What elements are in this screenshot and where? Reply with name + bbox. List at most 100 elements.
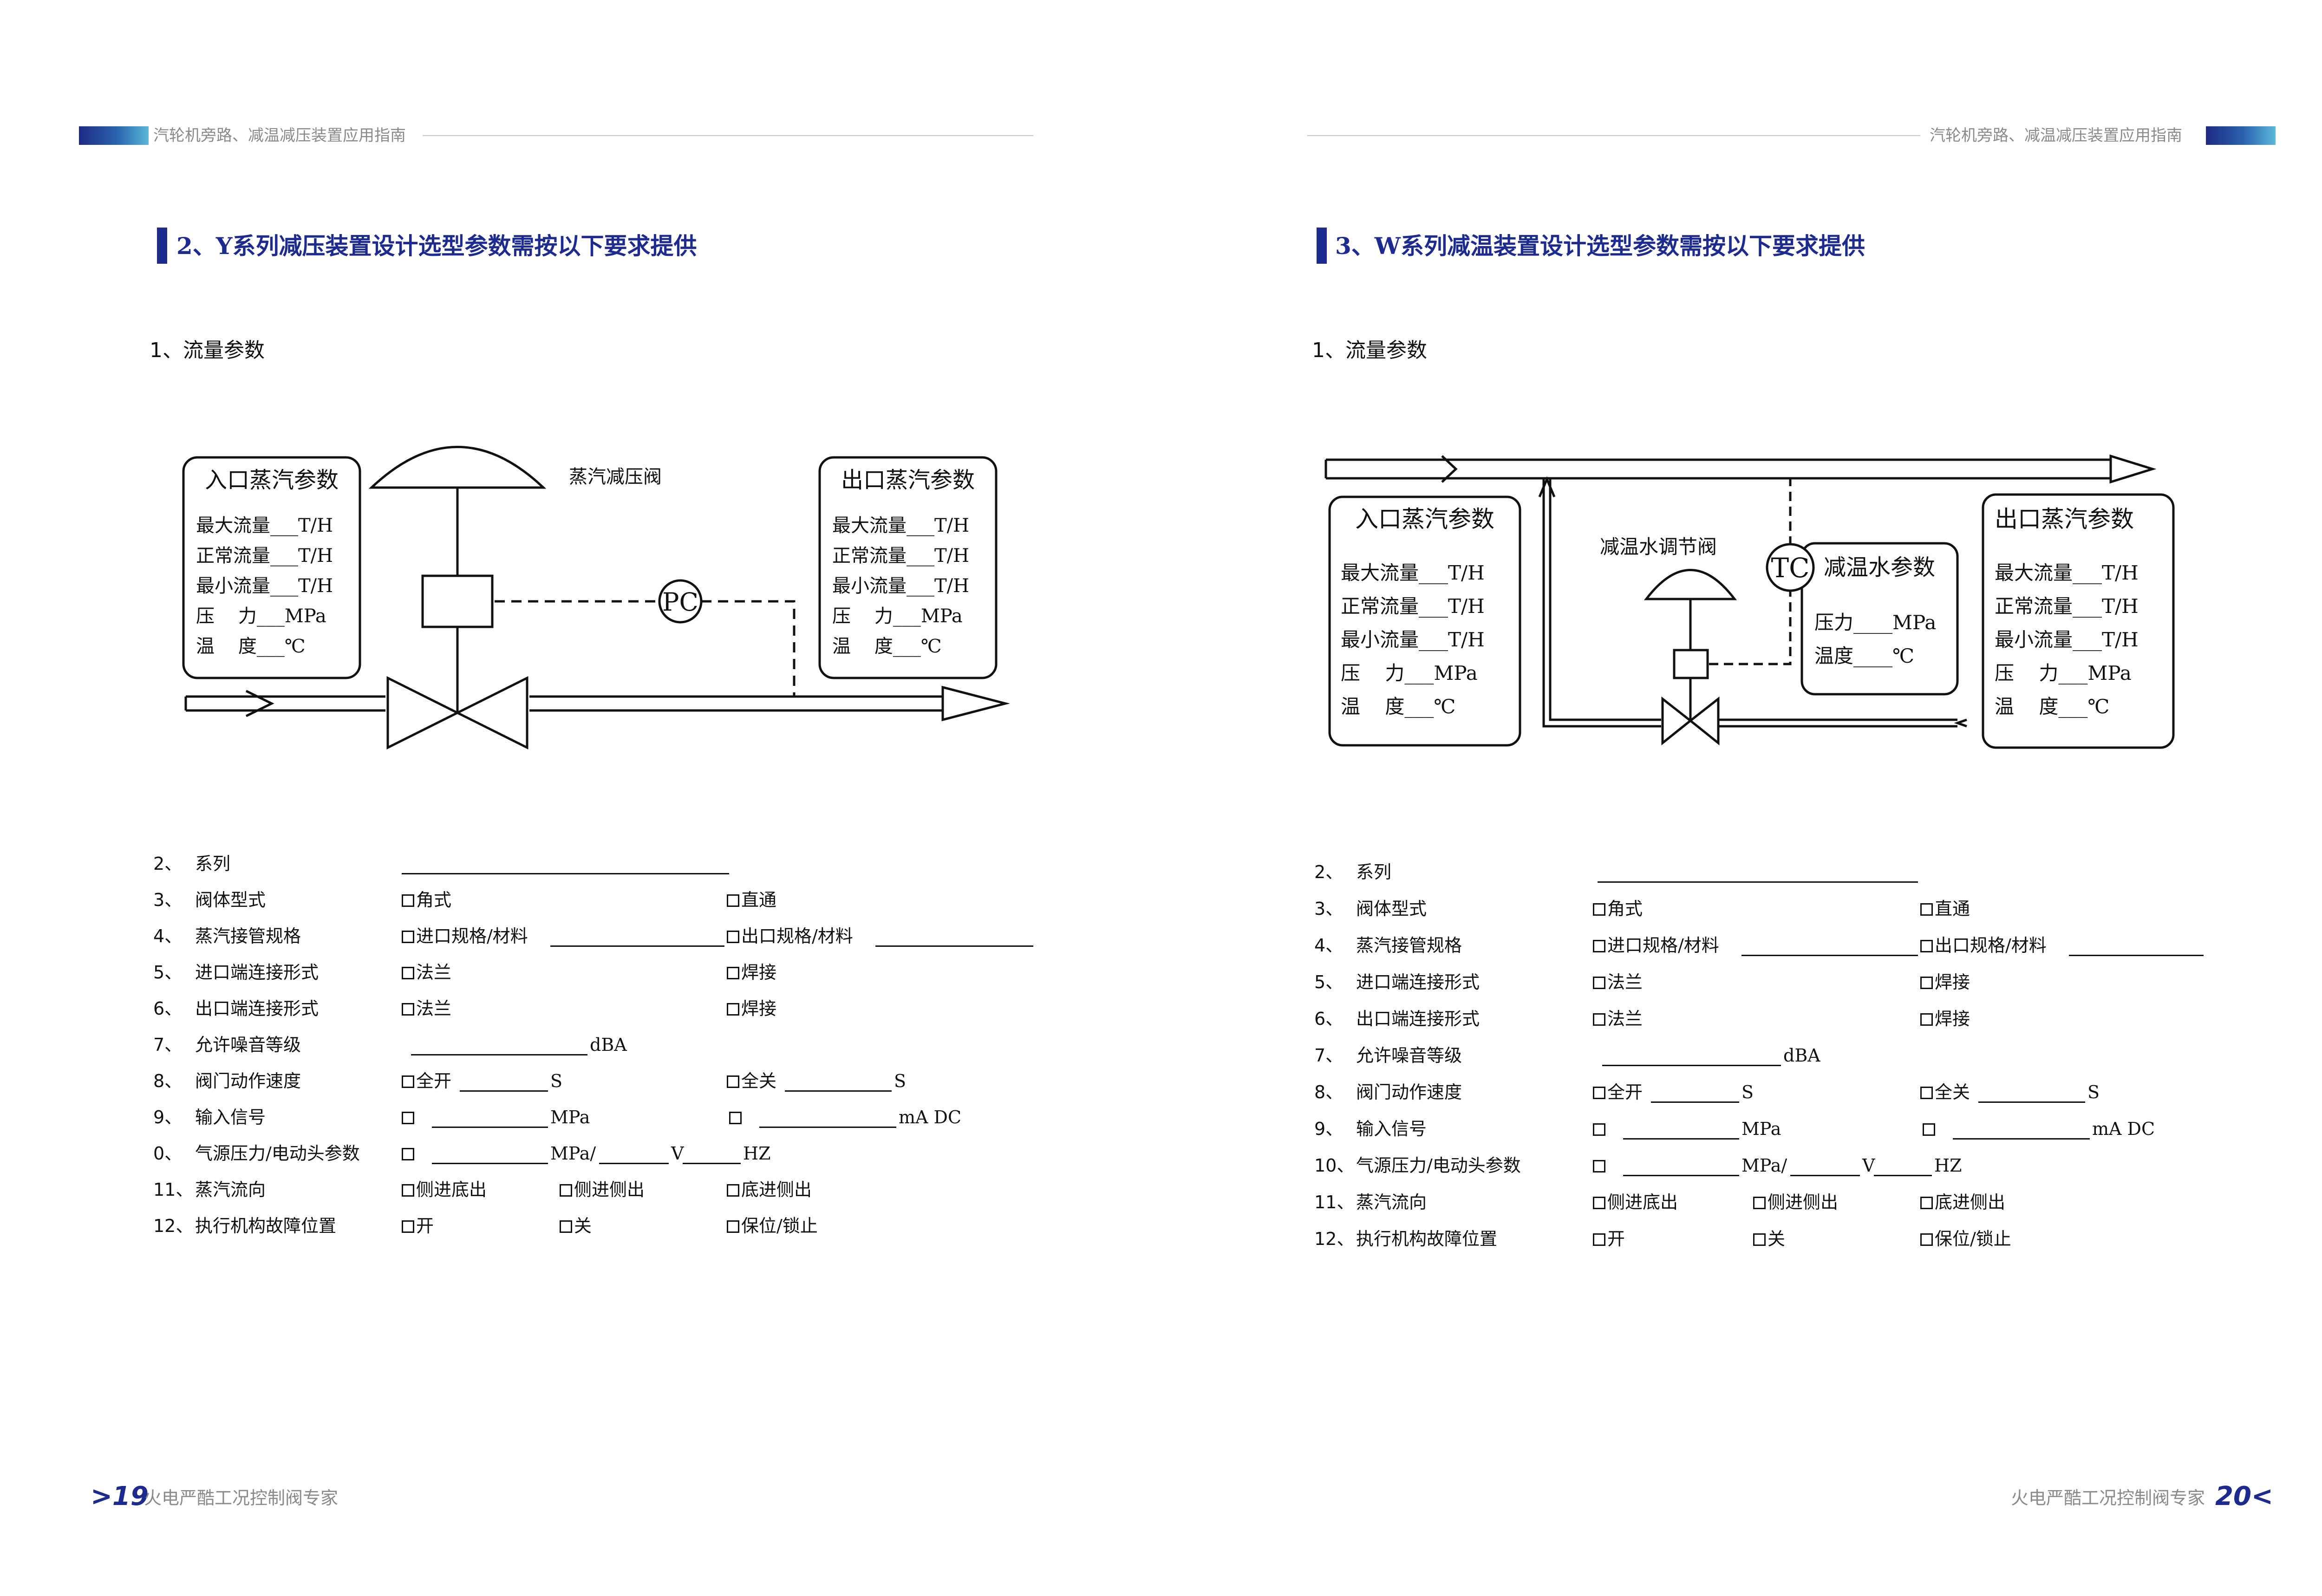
- option-side-in-bottom-out[interactable]: 侧进底出: [402, 1176, 487, 1204]
- valve-label: 减温水调节阀: [1600, 535, 1717, 558]
- checkbox[interactable]: [727, 931, 739, 943]
- checkbox[interactable]: [1920, 1013, 1933, 1026]
- option-flange[interactable]: 法兰: [1593, 968, 1643, 996]
- checkbox[interactable]: [1920, 940, 1933, 952]
- noise-field[interactable]: [411, 1054, 587, 1055]
- option-fail-open[interactable]: 开: [402, 1212, 434, 1240]
- option-fail-close[interactable]: 关: [1753, 1225, 1785, 1253]
- option-side-in-side-out[interactable]: 侧进侧出: [560, 1176, 645, 1204]
- frequency-field[interactable]: [1874, 1175, 1932, 1176]
- option-flange[interactable]: 法兰: [402, 958, 451, 986]
- checkbox[interactable]: [1593, 1197, 1605, 1209]
- checkbox[interactable]: [1920, 977, 1933, 989]
- voltage-field[interactable]: [599, 1163, 669, 1164]
- open-time-field[interactable]: [460, 1090, 548, 1092]
- option-flange[interactable]: 法兰: [402, 995, 451, 1023]
- option-side-in-side-out[interactable]: 侧进侧出: [1753, 1188, 1838, 1216]
- frequency-field[interactable]: [683, 1163, 741, 1164]
- ma-signal-field[interactable]: [759, 1127, 896, 1128]
- option-weld[interactable]: 焊接: [727, 958, 776, 986]
- option-straight[interactable]: 直通: [727, 886, 776, 914]
- checkbox[interactable]: [727, 1003, 739, 1016]
- outlet-spec-field[interactable]: [2069, 955, 2204, 956]
- form-row-speed: 8、 阀门动作速度 全开 S 全关 S: [1314, 1078, 2197, 1106]
- checkbox[interactable]: [402, 894, 414, 907]
- option-air-supply[interactable]: [402, 1140, 416, 1167]
- checkbox[interactable]: [1593, 903, 1605, 916]
- outlet-spec-field[interactable]: [875, 945, 1033, 947]
- checkbox[interactable]: [1923, 1123, 1935, 1136]
- checkbox[interactable]: [402, 1075, 414, 1088]
- option-bottom-in-side-out[interactable]: 底进侧出: [1920, 1188, 2005, 1216]
- checkbox[interactable]: [1593, 1013, 1605, 1026]
- series-field[interactable]: [402, 873, 729, 874]
- air-pressure-field[interactable]: [432, 1163, 548, 1164]
- option-fail-lock[interactable]: 保位/锁止: [1920, 1225, 2011, 1253]
- option-angle[interactable]: 角式: [1593, 895, 1643, 923]
- option-flange[interactable]: 法兰: [1593, 1005, 1643, 1033]
- checkbox[interactable]: [402, 1112, 414, 1124]
- checkbox[interactable]: [1593, 940, 1605, 952]
- checkbox[interactable]: [402, 967, 414, 979]
- open-time-field[interactable]: [1651, 1101, 1739, 1103]
- option-full-close[interactable]: 全关: [1920, 1078, 1970, 1106]
- checkbox[interactable]: [402, 1220, 414, 1233]
- option-side-in-bottom-out[interactable]: 侧进底出: [1593, 1188, 1678, 1216]
- close-time-field[interactable]: [785, 1090, 892, 1092]
- option-inlet-spec[interactable]: 进口规格/材料: [1593, 932, 1719, 959]
- checkbox[interactable]: [727, 894, 739, 907]
- checkbox[interactable]: [1920, 1087, 1933, 1099]
- mpa-signal-field[interactable]: [432, 1127, 548, 1128]
- checkbox[interactable]: [402, 1003, 414, 1016]
- checkbox[interactable]: [560, 1184, 572, 1197]
- checkbox[interactable]: [1593, 977, 1605, 989]
- mpa-signal-field[interactable]: [1623, 1138, 1739, 1140]
- inlet-spec-field[interactable]: [1742, 955, 1918, 956]
- checkbox[interactable]: [729, 1112, 742, 1124]
- option-air-supply[interactable]: [1593, 1152, 1607, 1179]
- option-outlet-spec[interactable]: 出口规格/材料: [1920, 932, 2047, 959]
- option-fail-open[interactable]: 开: [1593, 1225, 1625, 1253]
- option-full-open[interactable]: 全开: [402, 1067, 451, 1095]
- checkbox[interactable]: [727, 967, 739, 979]
- option-fail-lock[interactable]: 保位/锁止: [727, 1212, 818, 1240]
- checkbox[interactable]: [727, 1184, 739, 1197]
- checkbox[interactable]: [1593, 1087, 1605, 1099]
- air-pressure-field[interactable]: [1623, 1175, 1739, 1176]
- option-electric[interactable]: [1923, 1115, 1937, 1143]
- checkbox[interactable]: [402, 1148, 414, 1160]
- voltage-field[interactable]: [1790, 1175, 1860, 1176]
- checkbox[interactable]: [1920, 1197, 1933, 1209]
- checkbox[interactable]: [560, 1220, 572, 1233]
- option-weld[interactable]: 焊接: [1920, 968, 1970, 996]
- checkbox[interactable]: [1593, 1233, 1605, 1246]
- checkbox[interactable]: [1753, 1197, 1766, 1209]
- checkbox[interactable]: [402, 1184, 414, 1197]
- checkbox[interactable]: [1920, 903, 1933, 916]
- close-time-field[interactable]: [1978, 1101, 2085, 1103]
- option-electric[interactable]: [729, 1103, 744, 1131]
- option-bottom-in-side-out[interactable]: 底进侧出: [727, 1176, 812, 1204]
- option-pneumatic[interactable]: [402, 1103, 416, 1131]
- option-outlet-spec[interactable]: 出口规格/材料: [727, 922, 853, 950]
- checkbox[interactable]: [1593, 1160, 1605, 1173]
- option-weld[interactable]: 焊接: [1920, 1005, 1970, 1033]
- checkbox[interactable]: [727, 1220, 739, 1233]
- checkbox[interactable]: [402, 931, 414, 943]
- option-angle[interactable]: 角式: [402, 886, 451, 914]
- option-full-close[interactable]: 全关: [727, 1067, 776, 1095]
- option-inlet-spec[interactable]: 进口规格/材料: [402, 922, 528, 950]
- ma-signal-field[interactable]: [1953, 1138, 2090, 1140]
- inlet-spec-field[interactable]: [550, 945, 724, 947]
- noise-field[interactable]: [1602, 1065, 1781, 1066]
- option-fail-close[interactable]: 关: [560, 1212, 592, 1240]
- series-field[interactable]: [1598, 881, 1918, 883]
- option-full-open[interactable]: 全开: [1593, 1078, 1643, 1106]
- option-weld[interactable]: 焊接: [727, 995, 776, 1023]
- option-straight[interactable]: 直通: [1920, 895, 1970, 923]
- checkbox[interactable]: [1920, 1233, 1933, 1246]
- checkbox[interactable]: [1593, 1123, 1605, 1136]
- checkbox[interactable]: [727, 1075, 739, 1088]
- option-pneumatic[interactable]: [1593, 1115, 1607, 1143]
- checkbox[interactable]: [1753, 1233, 1766, 1246]
